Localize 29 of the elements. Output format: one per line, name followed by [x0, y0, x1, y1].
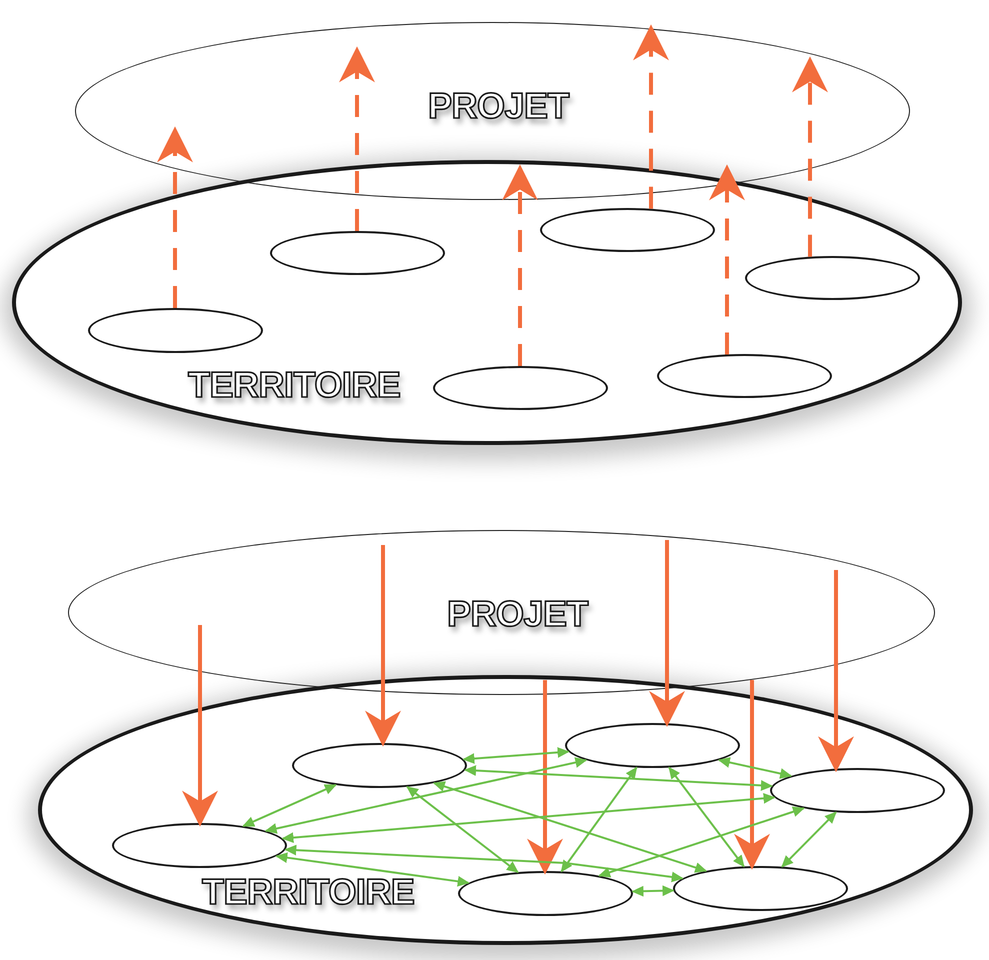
arrow	[182, 625, 218, 827]
arrow	[668, 766, 745, 868]
dashed-arrow	[502, 164, 538, 366]
arrow	[598, 806, 805, 878]
arrow	[734, 680, 770, 870]
area-ellipse	[112, 823, 287, 868]
arrow	[242, 784, 337, 827]
dashed-arrow	[792, 56, 828, 257]
arrow	[781, 811, 837, 868]
arrow	[649, 540, 685, 727]
arrow	[527, 680, 563, 875]
arrow	[462, 747, 570, 764]
arrow	[560, 766, 638, 872]
dashed-arrow	[339, 46, 375, 231]
dashed-arrow	[157, 126, 193, 308]
arrow	[282, 792, 776, 844]
arrow	[284, 844, 684, 882]
arrow	[264, 757, 588, 834]
arrow	[464, 765, 773, 791]
arrow	[818, 570, 854, 772]
arrow	[432, 781, 708, 873]
dashed-arrow	[709, 164, 745, 354]
arrow	[275, 852, 470, 887]
arrow	[406, 786, 519, 873]
dashed-arrow	[633, 24, 669, 209]
area-ellipse	[458, 871, 633, 916]
arrow	[718, 757, 792, 779]
arrow	[631, 885, 675, 897]
arrow	[365, 545, 401, 747]
